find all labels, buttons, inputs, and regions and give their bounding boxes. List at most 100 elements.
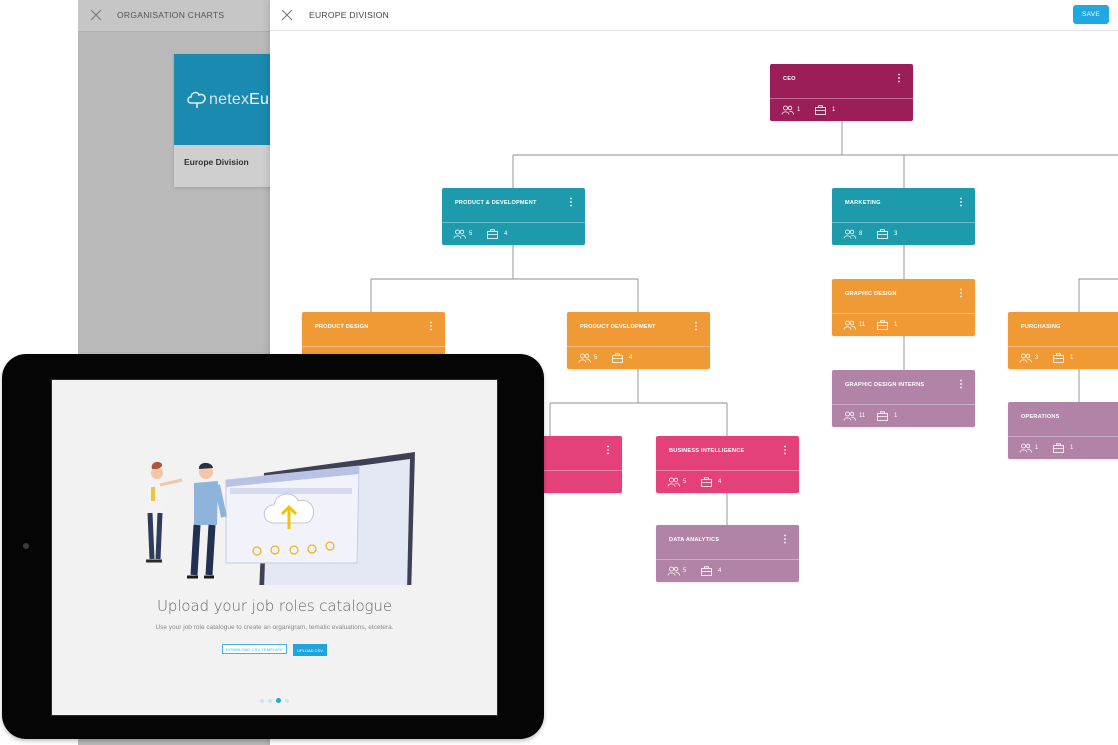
pager-dot-active[interactable]: [276, 698, 281, 703]
tablet-camera: [23, 543, 29, 549]
tablet-device: Upload your job roles catalogue Use your…: [2, 354, 544, 739]
people-icon: [578, 353, 591, 363]
people-icon: [843, 320, 856, 330]
org-node-data-analytics[interactable]: DATA ANALYTICS 5 4: [656, 525, 799, 582]
roles-count: 4: [718, 568, 722, 574]
org-node-marketing[interactable]: MARKETING 8 3: [832, 188, 975, 245]
woman-figure: [146, 461, 183, 563]
node-title: BUSINESS INTELLIGENCE: [669, 448, 745, 454]
roles-count: 4: [718, 479, 722, 485]
kebab-menu-icon[interactable]: [959, 197, 963, 207]
briefcase-icon: [1053, 443, 1064, 453]
roles-count: 4: [629, 355, 633, 361]
roles-count: 3: [894, 231, 898, 237]
netex-logo-text: netexEur: [209, 91, 275, 109]
upload-title: Upload your job roles catalogue: [157, 597, 392, 615]
europe-division-title: EUROPE DIVISION: [309, 10, 390, 20]
node-divider: [479, 470, 622, 471]
people-count: 5: [683, 479, 687, 485]
roles-count: 1: [894, 322, 898, 328]
node-title: CEO: [783, 76, 796, 82]
pager-dot[interactable]: [260, 699, 264, 703]
netex-cloud-logo-icon: [187, 91, 206, 108]
upload-csv-button[interactable]: UPLOAD CSV: [293, 644, 327, 656]
people-icon: [781, 105, 794, 115]
cloud-upload-icon: [263, 493, 315, 529]
briefcase-icon: [612, 353, 623, 363]
node-title: PRODUCT DESIGN: [315, 324, 369, 330]
briefcase-icon: [701, 566, 712, 576]
kebab-menu-icon[interactable]: [959, 288, 963, 298]
pager-dot[interactable]: [285, 699, 289, 703]
node-title: GRAPHIC DESIGN INTERNS: [845, 382, 925, 388]
logo-text-bold: Eur: [249, 91, 275, 108]
people-count: 11: [859, 322, 866, 328]
node-divider: [770, 98, 913, 99]
briefcase-icon: [487, 229, 498, 239]
organisation-charts-title: ORGANISATION CHARTS: [117, 10, 225, 20]
kebab-menu-icon[interactable]: [783, 445, 787, 455]
people-icon: [453, 229, 466, 239]
upload-catalogue-illustration: [146, 452, 415, 585]
kebab-menu-icon[interactable]: [783, 534, 787, 544]
europe-division-header: EUROPE DIVISION SAVE: [270, 0, 1118, 31]
node-divider: [656, 559, 799, 560]
node-title: PURCHASING: [1021, 324, 1061, 330]
node-divider: [1008, 436, 1118, 437]
people-count: 5: [683, 568, 687, 574]
people-icon: [1019, 443, 1032, 453]
people-count: 3: [1035, 355, 1039, 361]
org-node-product-development[interactable]: PRODUCT DEVELOPMENT 5 4: [567, 312, 710, 369]
kebab-menu-icon[interactable]: [429, 321, 433, 331]
org-node-ceo[interactable]: CEO 1 1: [770, 64, 913, 121]
kebab-menu-icon[interactable]: [897, 73, 901, 83]
kebab-menu-icon[interactable]: [959, 379, 963, 389]
job-role-icons: [252, 541, 335, 556]
roles-count: 1: [1070, 355, 1074, 361]
people-count: 11: [859, 413, 866, 419]
kebab-menu-icon[interactable]: [694, 321, 698, 331]
roles-count: 1: [1070, 445, 1074, 451]
people-icon: [843, 411, 856, 421]
tablet-screen: Upload your job roles catalogue Use your…: [51, 379, 498, 716]
people-count: 5: [594, 355, 598, 361]
roles-count: 1: [894, 413, 898, 419]
logo-text-light: netex: [209, 91, 250, 108]
org-chart-connectors: [370, 121, 1118, 525]
save-button[interactable]: SAVE: [1073, 5, 1109, 24]
close-icon[interactable]: [88, 7, 104, 23]
people-icon: [843, 229, 856, 239]
node-title: MARKETING: [845, 200, 881, 206]
people-count: 5: [469, 231, 473, 237]
node-divider: [567, 346, 710, 347]
close-icon[interactable]: [279, 7, 295, 23]
org-node-business-intelligence[interactable]: BUSINESS INTELLIGENCE 5 4: [656, 436, 799, 493]
people-icon: [667, 566, 680, 576]
org-node-product-and-development[interactable]: PRODUCT & DEVELOPMENT 5 4: [442, 188, 585, 245]
node-divider: [832, 313, 975, 314]
briefcase-icon: [701, 477, 712, 487]
pager-dot[interactable]: [268, 699, 272, 703]
org-node-operations[interactable]: OPERATIONS 1 1: [1008, 402, 1118, 459]
briefcase-icon: [815, 105, 826, 115]
people-count: 8: [859, 231, 863, 237]
roles-count: 4: [504, 231, 508, 237]
org-node-graphic-design-interns[interactable]: GRAPHIC DESIGN INTERNS 11 1: [832, 370, 975, 427]
download-csv-template-button[interactable]: DOWNLOAD CSV TEMPLATE: [222, 644, 287, 654]
people-count: 1: [797, 107, 801, 113]
node-divider: [1008, 346, 1118, 347]
kebab-menu-icon[interactable]: [606, 445, 610, 455]
node-divider: [832, 404, 975, 405]
node-title: OPERATIONS: [1021, 414, 1060, 420]
org-chart-card-label: Europe Division: [184, 157, 249, 167]
upload-subtitle: Use your job role catalogue to create an…: [155, 624, 394, 631]
node-title: DATA ANALYTICS: [669, 537, 720, 543]
people-icon: [667, 477, 680, 487]
man-figure: [187, 462, 227, 579]
node-title: PRODUCT & DEVELOPMENT: [455, 200, 537, 206]
kebab-menu-icon[interactable]: [569, 197, 573, 207]
node-divider: [442, 222, 585, 223]
org-node-purchasing[interactable]: PURCHASING 3 1: [1008, 312, 1118, 369]
org-node-graphic-design[interactable]: GRAPHIC DESIGN 11 1: [832, 279, 975, 336]
node-title: GRAPHIC DESIGN: [845, 291, 897, 297]
